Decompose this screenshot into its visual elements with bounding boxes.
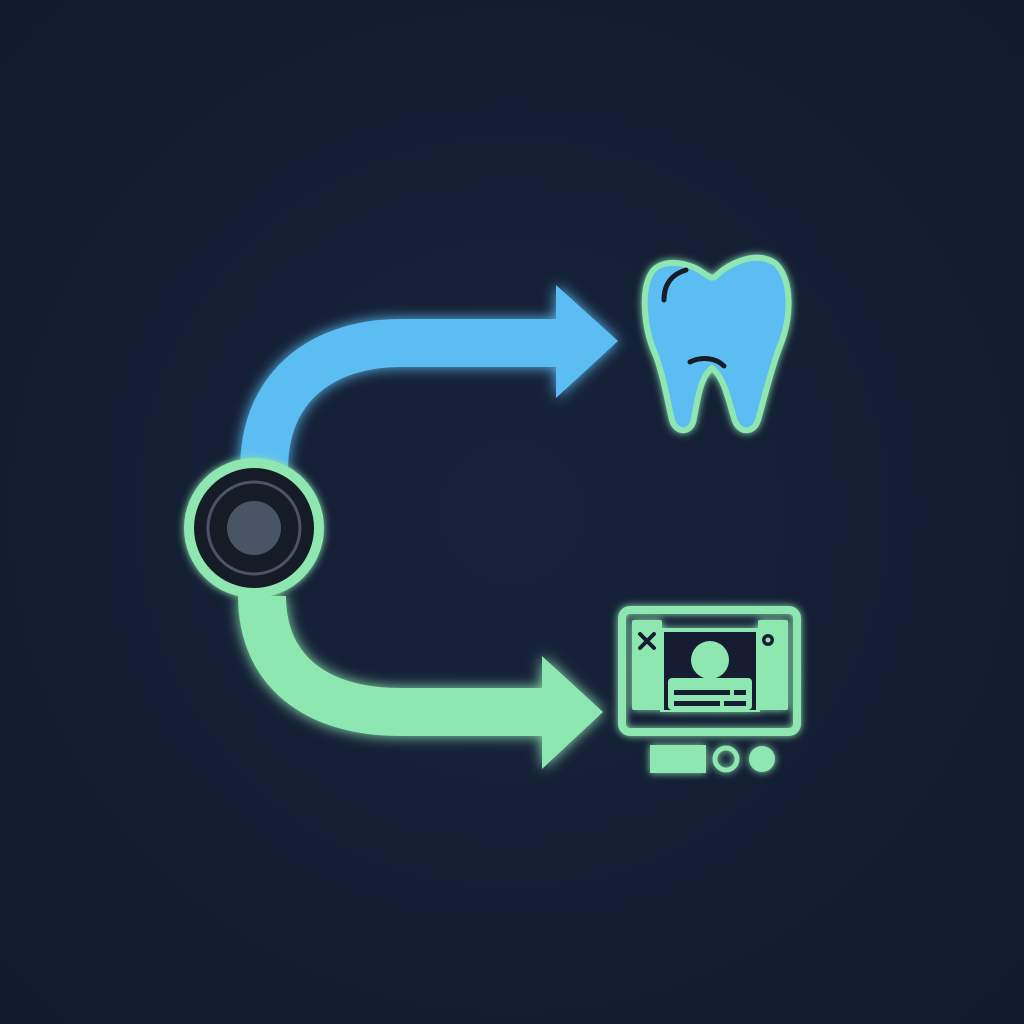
arrow-right-icon xyxy=(542,656,603,769)
lower-branch-curve xyxy=(238,595,542,736)
lower-branch-arrow xyxy=(238,595,603,769)
tooth-icon xyxy=(641,254,792,434)
arrow-right-icon xyxy=(556,285,618,398)
upper-branch-curve xyxy=(240,319,556,471)
upper-branch-arrow xyxy=(240,285,618,471)
camera-lens-icon xyxy=(184,458,324,598)
xray-monitor-icon xyxy=(618,606,801,773)
